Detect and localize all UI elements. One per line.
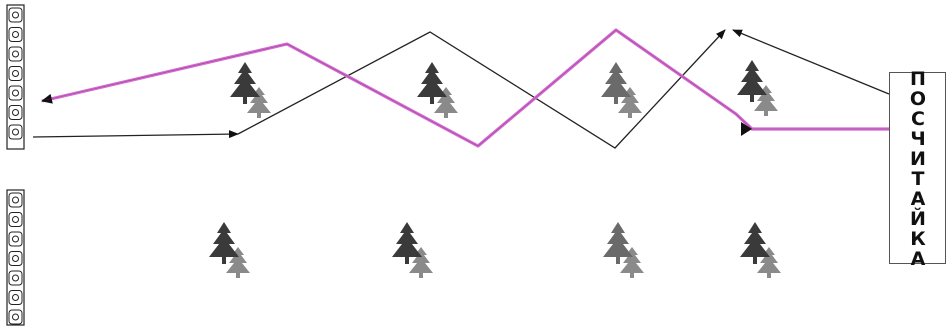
rack-slot (9, 47, 22, 61)
rack-slot (9, 271, 22, 285)
tree-top-2-icon (417, 62, 458, 118)
tree-top-1-icon (230, 62, 271, 118)
dark-route-path (238, 30, 725, 148)
tree-top-4-icon (737, 60, 778, 116)
tree-bottom-1-icon (209, 222, 250, 278)
rack-slot (9, 193, 22, 207)
rack-slot (9, 232, 22, 246)
rack-slot (9, 86, 22, 100)
rack-slot (9, 8, 22, 22)
tree-bottom-4-icon (740, 222, 781, 278)
pink-route-path (42, 30, 889, 146)
rack-slot (9, 125, 22, 139)
bottom-ski-rack-icon (7, 190, 24, 325)
start-arrow (33, 134, 238, 137)
count-label-text: ПОСЧИТАЙКА (890, 73, 945, 263)
count-label-box: ПОСЧИТАЙКА (889, 72, 946, 264)
tree-top-3-icon (601, 62, 642, 118)
top-ski-rack-icon (7, 5, 24, 149)
rack-slot (9, 252, 22, 266)
rack-slot (9, 291, 22, 305)
rack-slot (9, 67, 22, 81)
tree-bottom-3-icon (603, 222, 644, 278)
tree-bottom-2-icon (392, 222, 433, 278)
rack-slot (9, 213, 22, 227)
rack-slot (9, 106, 22, 120)
rack-slot (9, 28, 22, 42)
rack-slot (9, 310, 22, 324)
